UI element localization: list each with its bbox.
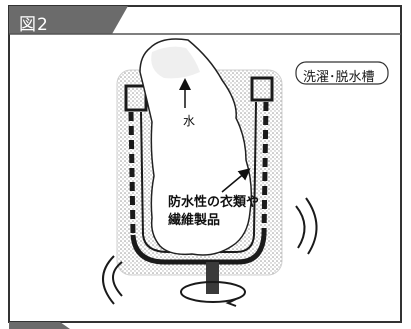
clothing-label-line1: 防水性の衣類や [168,195,260,210]
clothing-arrow [221,168,251,193]
rotation-arrow [180,281,246,303]
clothing-label-line2: 繊維製品 [168,213,221,228]
drive-shaft [206,262,219,294]
vibration-arc-right [295,205,306,249]
tub-bottom [130,234,267,265]
figure-label: 図2 [19,15,49,35]
right-wall-cap [250,76,274,102]
right-tub-wall [261,101,269,236]
clothing-label: 防水性の衣類や 繊維製品 [168,194,278,230]
trapped-water [151,46,200,79]
tub-label: 洗濯･脱水槽 [303,70,375,85]
waterproof-clothing [139,38,253,256]
vibration-arc-left [112,261,123,297]
figure-footer-tab [9,322,70,329]
tub-label-box [295,61,389,85]
left-tub-wall [128,111,136,236]
figure-header-tab [9,6,128,34]
water-label: 水 [183,114,196,128]
